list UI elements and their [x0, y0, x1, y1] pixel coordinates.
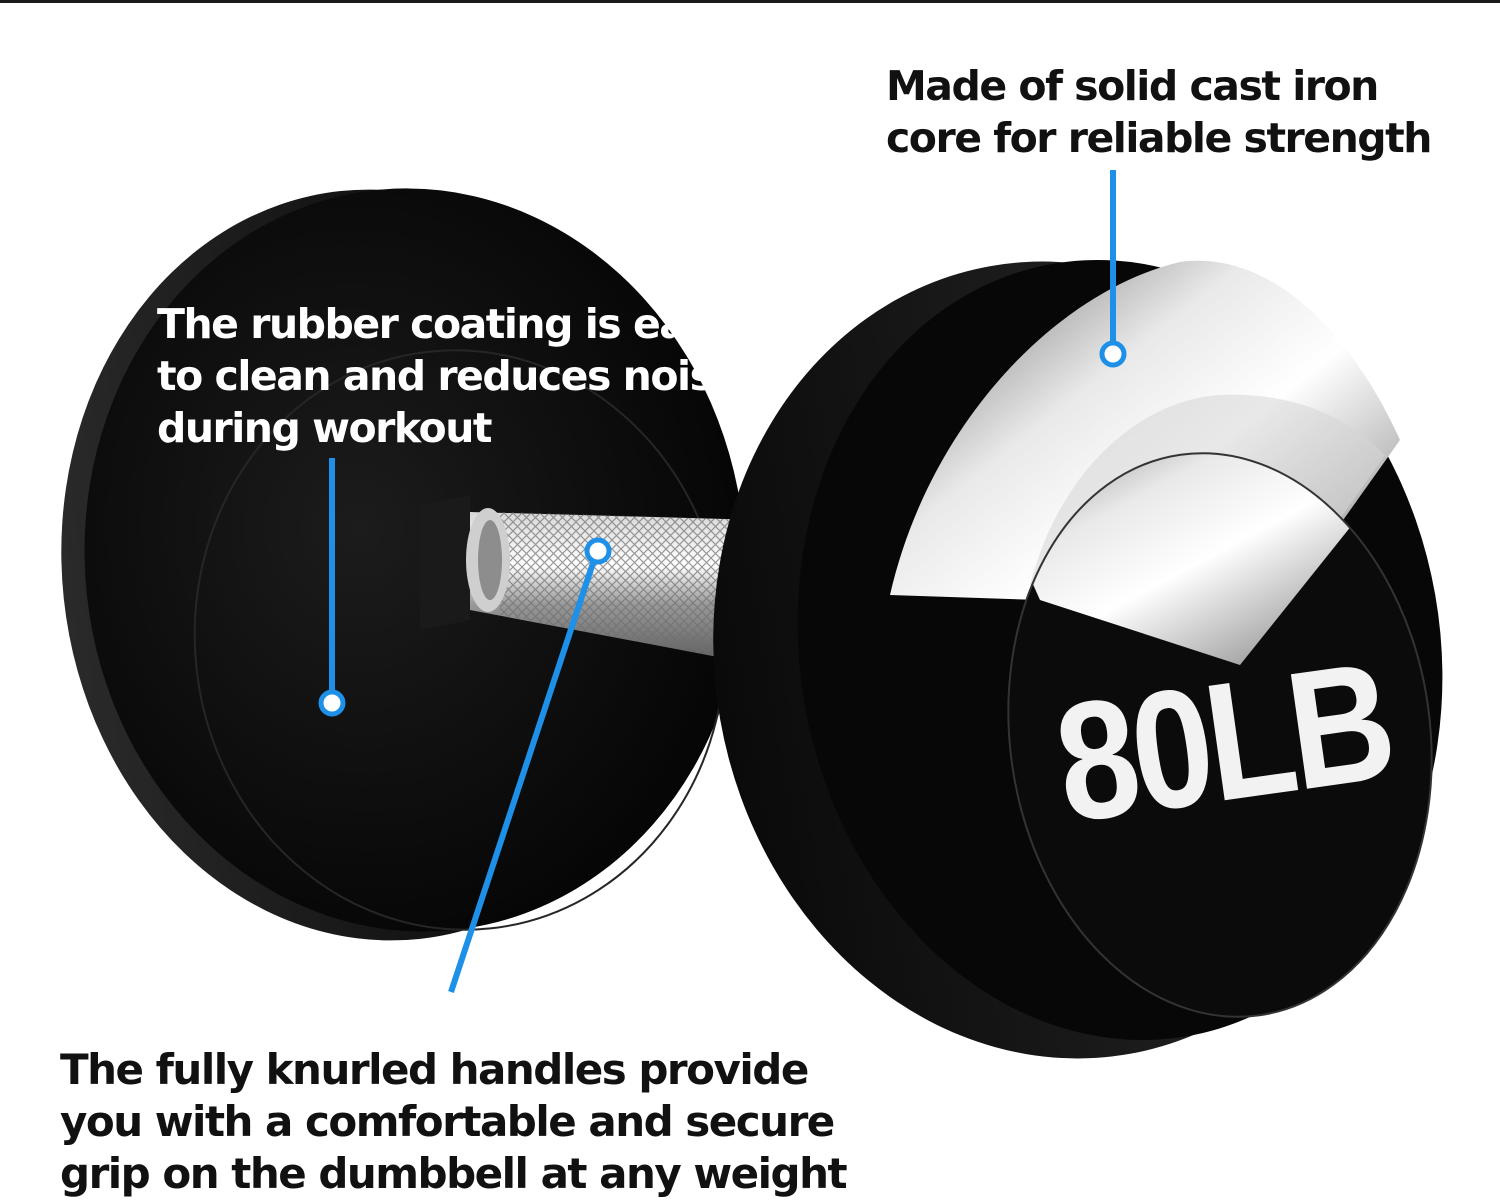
rubber-coating-caption-line: to clean and reduces noise: [157, 352, 740, 400]
handle-callout-line: [448, 562, 596, 993]
left-plate: [61, 188, 746, 941]
knurled-handle-caption-line: The fully knurled handles provide: [60, 1045, 809, 1094]
knurled-handle-caption-line: grip on the dumbbell at any weight: [60, 1149, 848, 1198]
iron-core-caption-line: Made of solid cast iron: [886, 62, 1379, 110]
knurled-handle-caption-line: you with a comfortable and secure: [60, 1097, 835, 1146]
iron-core-caption-line: core for reliable strength: [886, 114, 1432, 162]
rubber-coating-caption: The rubber coating is easy to clean and …: [157, 298, 740, 454]
iron-callout-dot: [1099, 340, 1127, 368]
rubber-callout-dot: [318, 689, 346, 717]
rubber-coating-caption-line: The rubber coating is easy: [157, 300, 735, 348]
rubber-coating-caption-line: during workout: [157, 404, 493, 452]
knurled-handle: [420, 495, 760, 665]
knurled-handle-caption: The fully knurled handles provide you wi…: [60, 1044, 848, 1200]
callout-lines: [318, 170, 1127, 993]
handle-callout-dot: [584, 537, 612, 565]
right-plate: 80LB: [713, 259, 1468, 1059]
top-border-line: [0, 0, 1500, 3]
weight-label: 80LB: [1045, 627, 1401, 859]
iron-core-caption: Made of solid cast iron core for reliabl…: [886, 60, 1432, 164]
